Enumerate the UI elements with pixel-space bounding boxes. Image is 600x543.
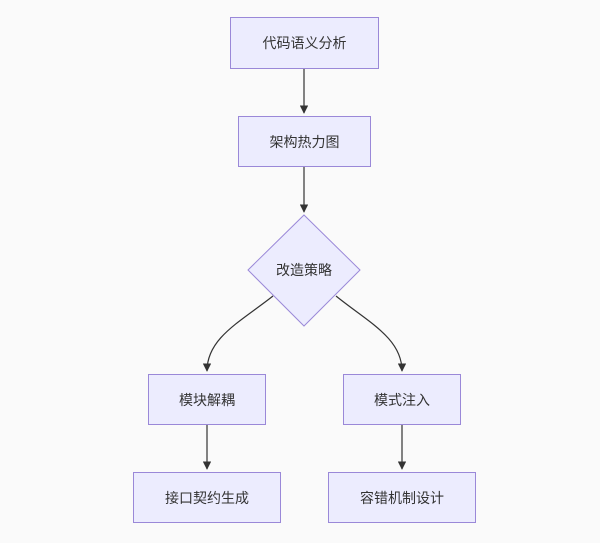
node-fault-tolerance-label: 容错机制设计 — [360, 490, 444, 507]
node-pattern-injection[interactable]: 模式注入 — [343, 374, 461, 425]
edge-strategy-inject — [335, 295, 407, 372]
node-pattern-injection-label: 模式注入 — [374, 392, 430, 409]
node-module-decoupling[interactable]: 模块解耦 — [148, 374, 266, 425]
node-interface-contract-label: 接口契约生成 — [165, 490, 249, 507]
node-architecture-heatmap-label: 架构热力图 — [269, 134, 340, 151]
node-module-decoupling-label: 模块解耦 — [179, 392, 235, 409]
node-architecture-heatmap[interactable]: 架构热力图 — [238, 116, 371, 167]
node-semantic-analysis[interactable]: 代码语义分析 — [230, 17, 379, 69]
strategy-diamond-shape[interactable] — [247, 214, 361, 327]
node-semantic-analysis-label: 代码语义分析 — [262, 36, 347, 52]
node-strategy-label: 改造策略 — [276, 263, 332, 279]
node-interface-contract[interactable]: 接口契约生成 — [133, 472, 281, 523]
edge-strategy-decouple — [202, 295, 274, 372]
node-strategy[interactable]: 改造策略 — [248, 255, 360, 285]
node-fault-tolerance[interactable]: 容错机制设计 — [328, 472, 476, 523]
